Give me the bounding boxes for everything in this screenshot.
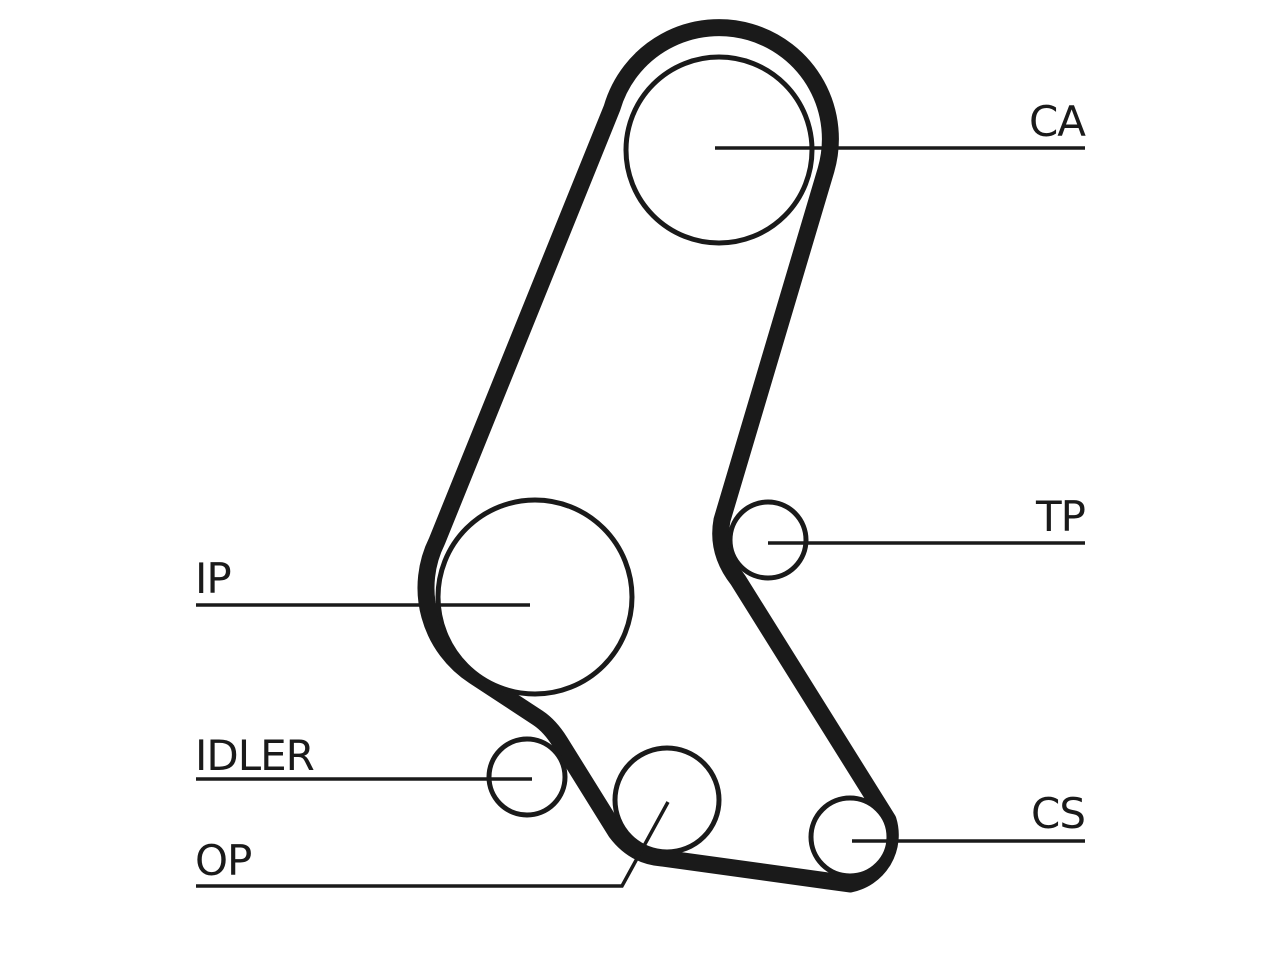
idler-label: IDLER xyxy=(195,731,314,780)
ca-label: CA xyxy=(1029,97,1086,146)
idler-pulley xyxy=(486,736,568,818)
cs-pulley xyxy=(808,795,892,879)
op-label: OP xyxy=(195,836,251,885)
tp-label: TP xyxy=(1035,492,1085,541)
cs-label: CS xyxy=(1031,789,1085,838)
op-pulley xyxy=(612,745,722,855)
ca-pulley xyxy=(623,54,815,246)
tp-pulley xyxy=(727,499,809,581)
ip-pulley xyxy=(435,497,635,697)
ip-label: IP xyxy=(195,554,231,603)
op-leader-line xyxy=(196,801,670,888)
